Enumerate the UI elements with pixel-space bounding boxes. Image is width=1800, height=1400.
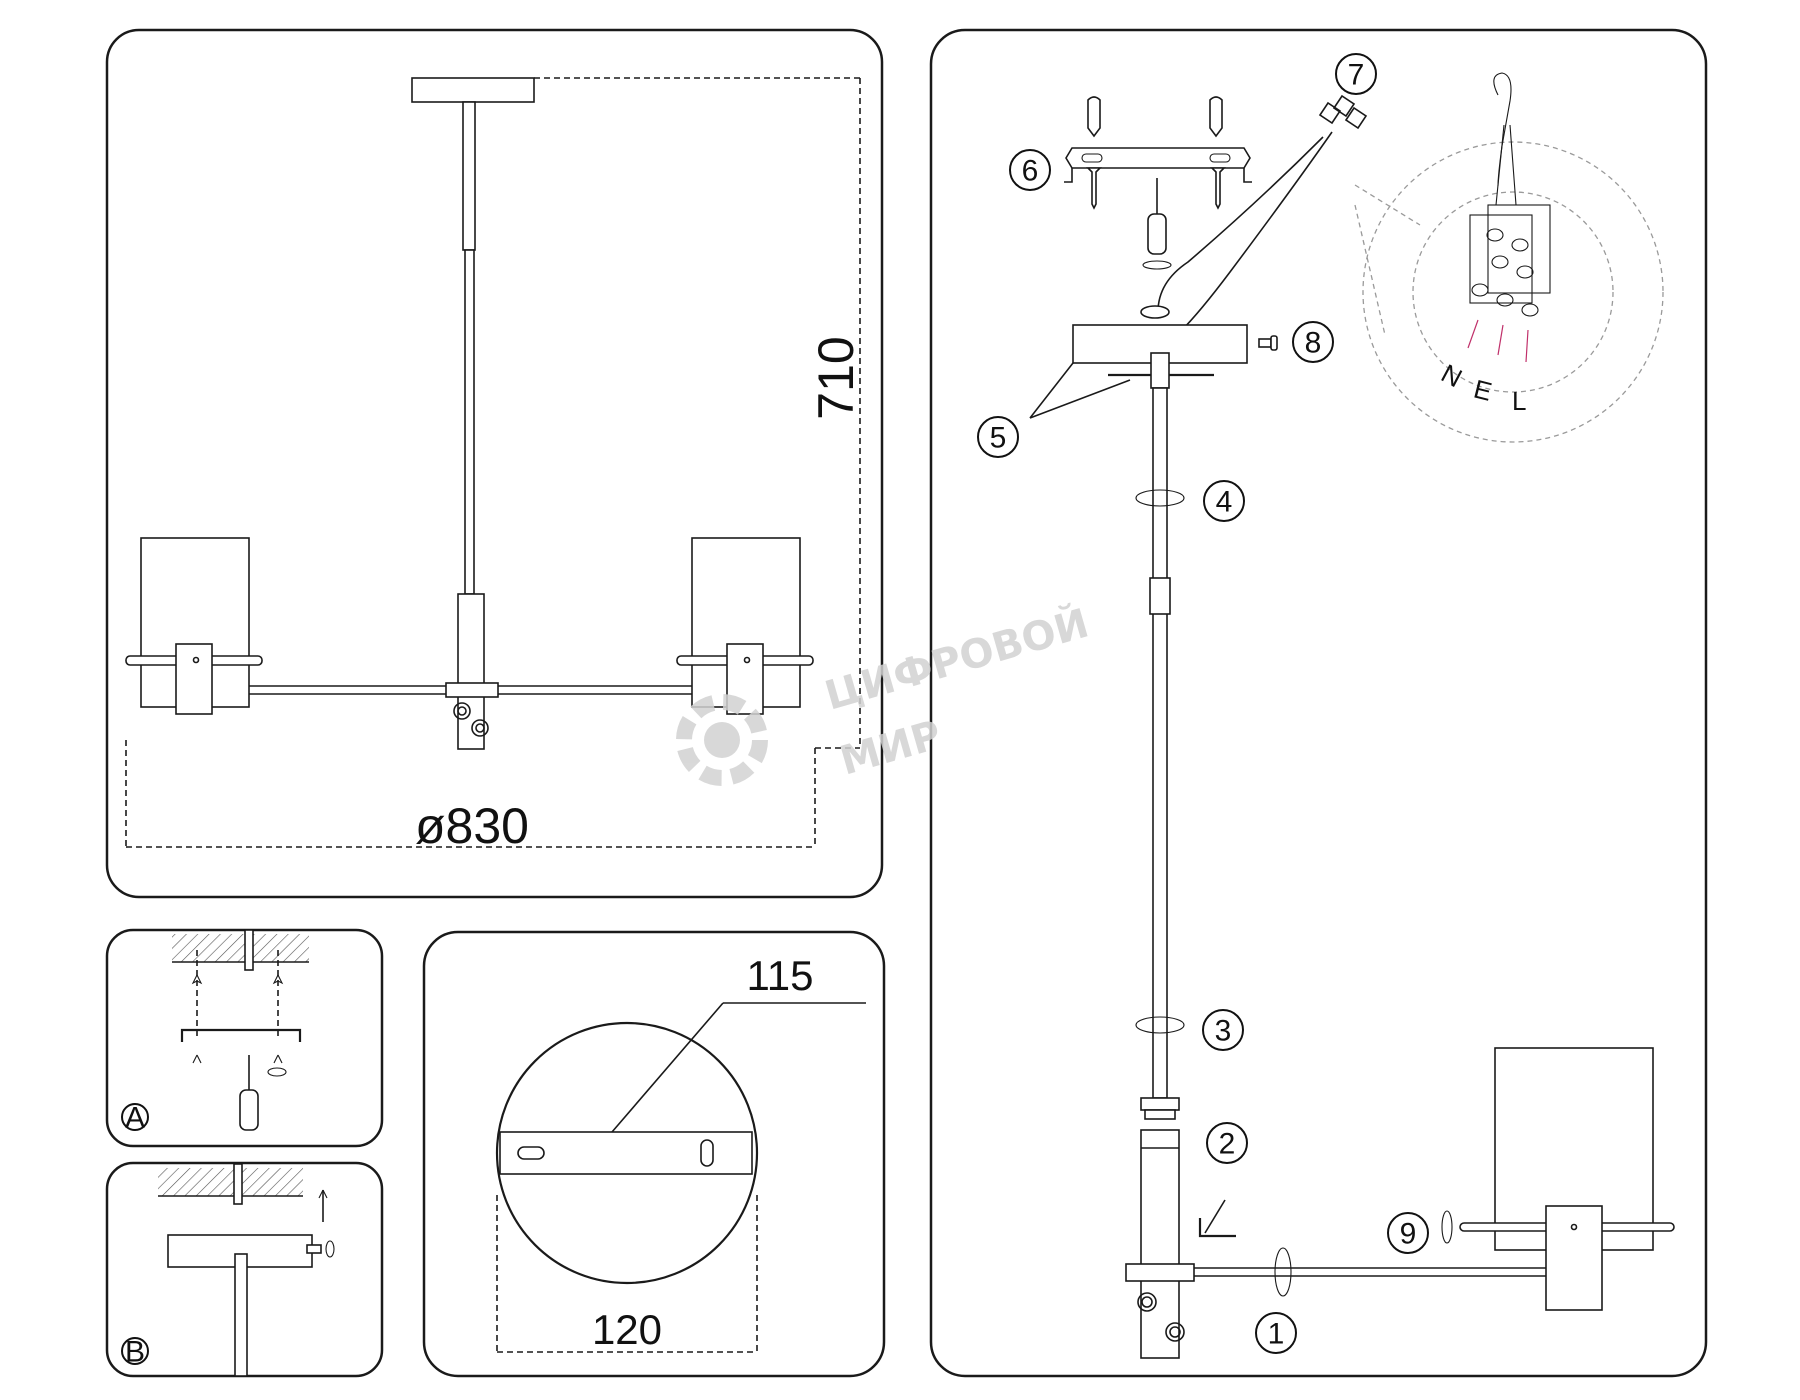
- wire-label-l: L: [1512, 386, 1526, 416]
- callout-8: 8: [1292, 321, 1334, 363]
- svg-text:2: 2: [1219, 1128, 1236, 1161]
- callout-2: 2: [1206, 1122, 1248, 1164]
- assembly-panel: N E L: [929, 28, 1708, 1378]
- callout-3: 3: [1202, 1009, 1244, 1051]
- callout-5: 5: [977, 416, 1019, 458]
- detail-a-panel: A: [105, 928, 384, 1148]
- callout-4: 4: [1203, 480, 1245, 522]
- bracket-length-dimension: 115: [747, 952, 814, 999]
- callout-9: 9: [1387, 1212, 1429, 1254]
- svg-text:5: 5: [990, 422, 1007, 455]
- callout-7: 7: [1335, 53, 1377, 95]
- detail-b-label: B: [125, 1336, 145, 1369]
- callout-1: 1: [1255, 1312, 1297, 1354]
- svg-text:6: 6: [1022, 155, 1039, 188]
- canopy-diameter-dimension: 120: [592, 1306, 662, 1353]
- svg-text:3: 3: [1215, 1015, 1232, 1048]
- svg-text:1: 1: [1268, 1318, 1285, 1351]
- overall-dimensions-panel: 710 ø830: [105, 28, 884, 899]
- diameter-dimension: ø830: [415, 798, 529, 854]
- svg-text:7: 7: [1348, 59, 1365, 92]
- svg-text:9: 9: [1400, 1218, 1417, 1251]
- detail-b-panel: B: [105, 1161, 384, 1378]
- gear-icon: [676, 694, 768, 786]
- svg-text:8: 8: [1305, 327, 1322, 360]
- canopy-bracket-panel: 115 120: [422, 930, 886, 1378]
- detail-a-label: A: [125, 1102, 145, 1135]
- callout-6: 6: [1009, 149, 1051, 191]
- height-dimension: 710: [808, 336, 864, 419]
- svg-text:4: 4: [1216, 486, 1233, 519]
